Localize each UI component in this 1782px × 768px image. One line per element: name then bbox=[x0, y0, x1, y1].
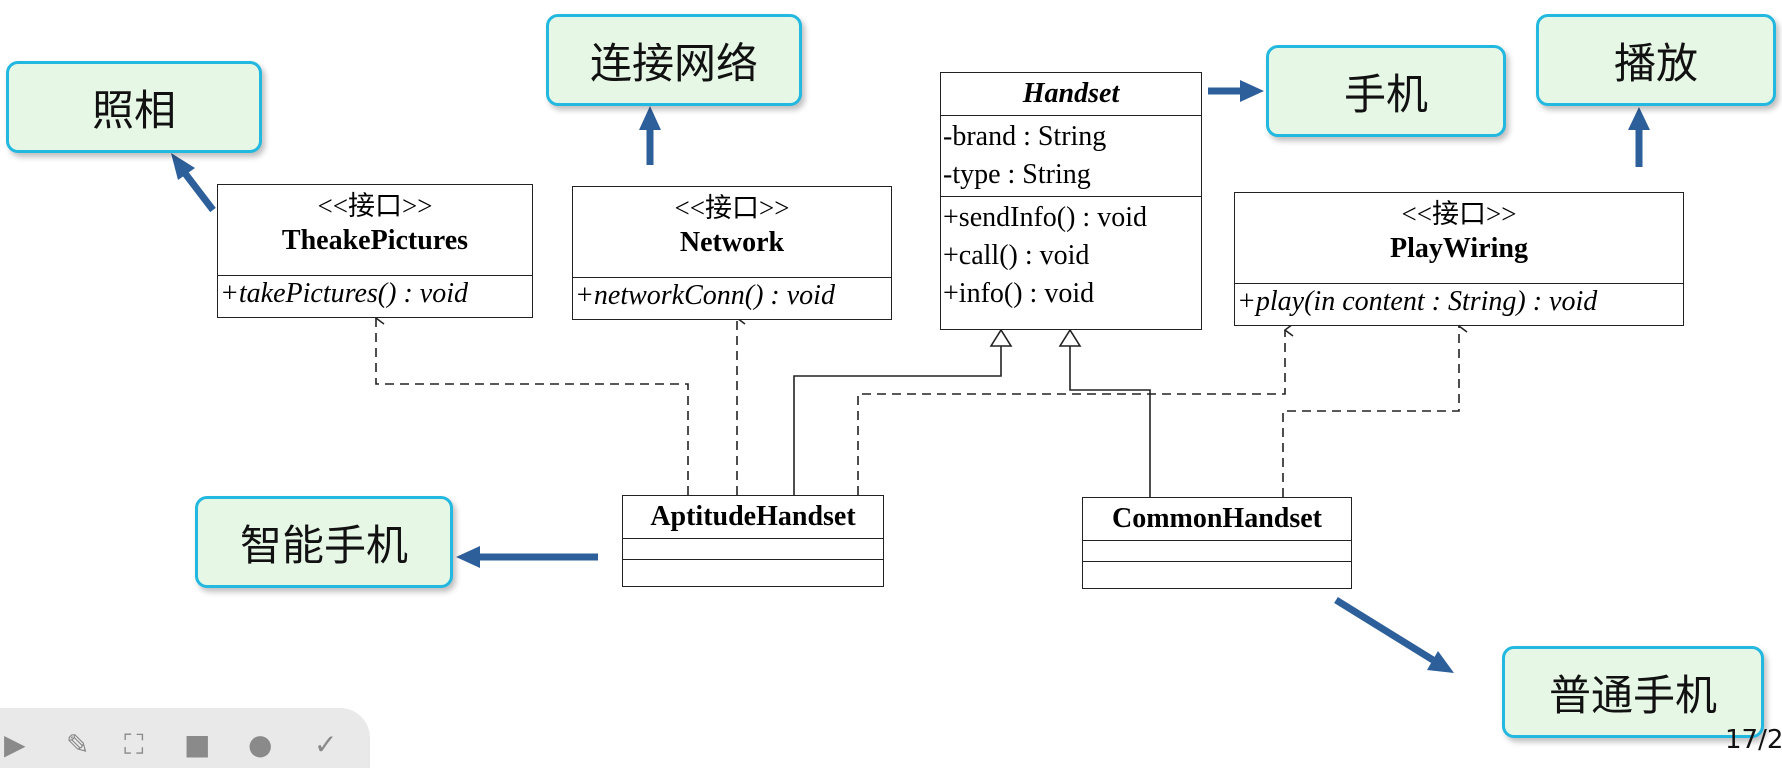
method: +takePictures() : void bbox=[220, 278, 468, 309]
class-name: TheakePictures bbox=[281, 225, 469, 256]
callout-smart-phone-label: 智能手机 bbox=[239, 520, 408, 570]
presentation-toolbar: ▶ ✎ ⛶ ■ ● ✓ bbox=[0, 708, 370, 768]
arrow-to-play bbox=[1628, 107, 1650, 167]
class-play-wiring: <<接口>> PlayWiring +play(in content : Str… bbox=[1234, 192, 1684, 326]
class-name: Network bbox=[679, 227, 785, 258]
class-name: PlayWiring bbox=[1390, 233, 1528, 264]
class-network: <<接口>> Network +networkConn() : void bbox=[572, 186, 892, 320]
methods-section bbox=[623, 560, 883, 580]
class-theake-pictures: <<接口>> TheakePictures +takePictures() : … bbox=[217, 184, 533, 318]
method-call: +call() : void bbox=[943, 240, 1090, 271]
callout-play-label: 播放 bbox=[1613, 38, 1698, 88]
callout-phone: 手机 bbox=[1266, 45, 1506, 137]
class-handset: Handset -brand : String -type : String +… bbox=[940, 72, 1202, 330]
callout-play: 播放 bbox=[1536, 14, 1776, 106]
class-aptitude-handset: AptitudeHandset bbox=[622, 495, 884, 587]
generalization-heads bbox=[989, 328, 1082, 347]
method-info: +info() : void bbox=[943, 278, 1095, 309]
attribute-brand: -brand : String bbox=[943, 121, 1107, 152]
stereotype: <<接口>> bbox=[674, 193, 790, 223]
diagram-connectors bbox=[171, 80, 1650, 673]
arrow-to-smart-phone bbox=[456, 546, 598, 568]
stereotype: <<接口>> bbox=[1401, 199, 1517, 229]
callout-smart-phone: 智能手机 bbox=[195, 496, 453, 588]
aptitude-to-theake bbox=[376, 318, 689, 495]
stereotype: <<接口>> bbox=[317, 191, 433, 221]
arrow-to-phone bbox=[1208, 80, 1264, 102]
realization-lines bbox=[376, 318, 1459, 497]
callout-network: 连接网络 bbox=[546, 14, 802, 106]
class-name: CommonHandset bbox=[1111, 503, 1322, 534]
generalization-lines bbox=[793, 345, 1151, 497]
callout-photo: 照相 bbox=[6, 61, 262, 153]
callout-arrows bbox=[171, 80, 1650, 673]
attributes-section bbox=[1083, 541, 1351, 562]
method-send-info: +sendInfo() : void bbox=[943, 202, 1147, 233]
class-common-handset: CommonHandset bbox=[1082, 497, 1352, 589]
attribute-type: -type : String bbox=[943, 159, 1091, 190]
common-to-playwiring bbox=[1282, 326, 1459, 497]
method: +play(in content : String) : void bbox=[1237, 286, 1598, 317]
arrow-to-normal-phone bbox=[1334, 597, 1454, 673]
callout-network-label: 连接网络 bbox=[589, 38, 758, 88]
callout-phone-label: 手机 bbox=[1343, 69, 1428, 119]
aptitude-to-playwiring bbox=[857, 330, 1285, 495]
class-name: AptitudeHandset bbox=[650, 501, 856, 532]
callout-photo-label: 照相 bbox=[91, 85, 176, 135]
arrow-to-network bbox=[639, 106, 661, 165]
method: +networkConn() : void bbox=[575, 280, 835, 311]
methods-section bbox=[1083, 562, 1351, 582]
callout-normal-phone: 普通手机 bbox=[1502, 646, 1764, 738]
arrow-to-photo bbox=[171, 153, 216, 213]
aptitude-to-handset bbox=[793, 345, 1002, 495]
callout-normal-phone-label: 普通手机 bbox=[1548, 670, 1717, 720]
page-number: 17/2 bbox=[1725, 725, 1782, 755]
common-to-handset bbox=[1069, 345, 1151, 497]
class-name: Handset bbox=[1022, 78, 1120, 109]
capture-icon[interactable]: ⛶ bbox=[124, 728, 144, 761]
attributes-section bbox=[623, 539, 883, 560]
